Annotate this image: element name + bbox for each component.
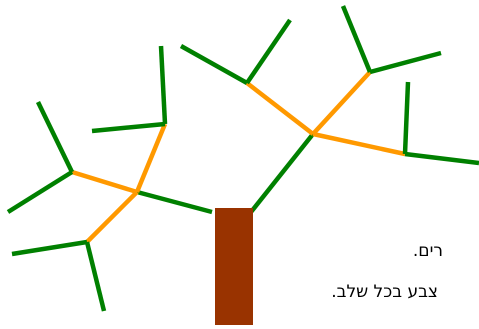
- branch-orange: [87, 192, 137, 242]
- branch-green-tip: [12, 242, 87, 254]
- branch-green-tip: [370, 53, 441, 72]
- caption-line-2: צבע בכל שלב.: [300, 284, 438, 301]
- tree-trunk: [215, 208, 253, 325]
- branch-green-tip: [343, 6, 370, 72]
- branch-green-tip: [92, 124, 165, 131]
- branch-green-tip: [181, 46, 247, 83]
- branch-green-tip: [87, 242, 104, 311]
- branch-orange: [313, 134, 405, 154]
- branch-orange: [137, 124, 165, 192]
- branch-green-right-main: [251, 134, 313, 212]
- branch-orange: [72, 172, 137, 192]
- branch-green-tip: [405, 154, 479, 163]
- caption-line-1: רים.: [383, 243, 443, 260]
- branch-green-tip: [38, 102, 72, 172]
- branch-green-left-main: [137, 192, 212, 212]
- branch-orange: [313, 72, 370, 134]
- branch-green-tip: [161, 46, 165, 124]
- branch-orange: [247, 83, 313, 134]
- branch-green-tip: [8, 172, 72, 212]
- branch-green-tip: [405, 82, 408, 154]
- branch-green-tip: [247, 20, 290, 83]
